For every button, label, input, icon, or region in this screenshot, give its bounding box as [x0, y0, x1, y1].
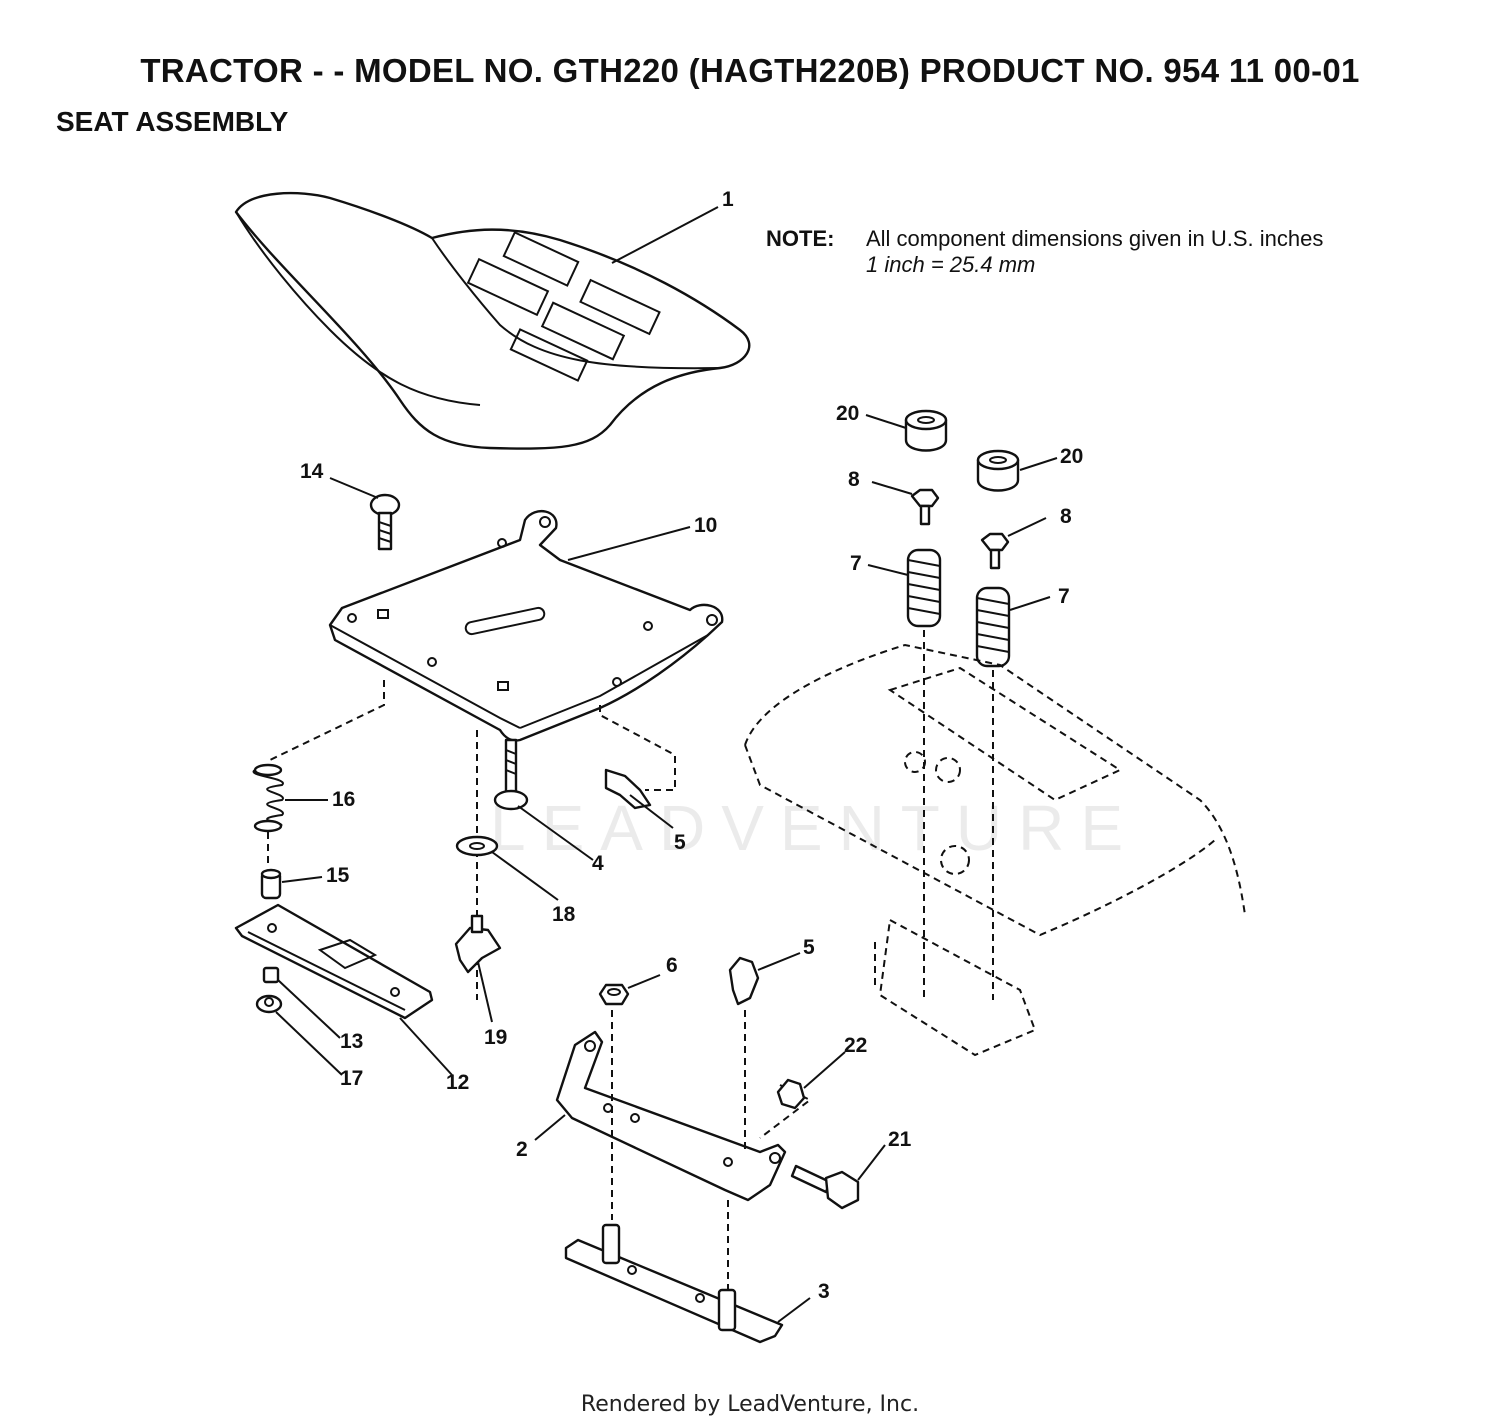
page-title: TRACTOR - - MODEL NO. GTH220 (HAGTH220B)… [140, 52, 1360, 89]
fender-reference [744, 643, 1246, 1057]
callout-7b: 7 [1058, 585, 1070, 608]
footer-credit: Rendered by LeadVenture, Inc. [580, 1392, 920, 1417]
callout-22: 22 [844, 1034, 867, 1057]
callout-19: 19 [484, 1026, 507, 1049]
nut-part-13 [262, 966, 280, 984]
bolt-part-21 [790, 1164, 860, 1210]
callout-15: 15 [326, 864, 350, 887]
callout-5a: 5 [674, 831, 686, 854]
callout-18: 18 [552, 903, 576, 926]
leader-lines [275, 206, 1058, 1323]
spacer-part-20a [904, 409, 948, 452]
plate-part-3 [564, 1223, 784, 1344]
bracket-part-2 [555, 1030, 787, 1202]
note-label: NOTE: [766, 226, 835, 251]
callout-17: 17 [340, 1067, 363, 1090]
spacer-part-15 [260, 868, 282, 900]
bracket-part-12 [234, 903, 434, 1020]
knob-part-19 [454, 914, 502, 974]
callout-6: 6 [666, 954, 678, 977]
screw-part-8a [910, 488, 940, 526]
washer-part-18 [455, 835, 499, 857]
carriage-bolt-part-14 [369, 493, 401, 551]
callout-8a: 8 [848, 468, 860, 491]
callout-1: 1 [722, 188, 734, 211]
callout-4: 4 [592, 852, 604, 875]
clip-part-5a [604, 768, 652, 810]
lock-nut-part-17 [255, 994, 283, 1014]
shoulder-bolt-part-4 [493, 738, 529, 811]
nut-part-22 [776, 1078, 806, 1110]
callout-20a: 20 [836, 402, 859, 425]
callout-12: 12 [446, 1071, 469, 1094]
callout-5b: 5 [803, 936, 815, 959]
nut-part-6 [598, 983, 630, 1006]
clip-part-5b [728, 956, 760, 1006]
page-subtitle: SEAT ASSEMBLY [56, 106, 289, 137]
callout-13: 13 [340, 1030, 363, 1053]
callout-16: 16 [332, 788, 355, 811]
callout-7a: 7 [850, 552, 862, 575]
spring-part-7b [975, 586, 1011, 668]
seat-part-1 [234, 191, 751, 450]
note-line-1: All component dimensions given in U.S. i… [866, 226, 1324, 251]
callout-2: 2 [516, 1138, 528, 1161]
callout-10: 10 [694, 514, 717, 537]
spacer-part-20b [976, 449, 1020, 492]
dimension-note: NOTE: All component dimensions given in U… [766, 226, 1324, 277]
note-line-2: 1 inch = 25.4 mm [866, 252, 1036, 277]
spring-part-16 [252, 763, 284, 833]
callout-8b: 8 [1060, 505, 1072, 528]
callout-21: 21 [888, 1128, 912, 1151]
screw-part-8b [980, 532, 1010, 570]
watermark: LEADVENTURE [490, 792, 1139, 864]
spring-part-7a [906, 548, 942, 628]
callout-20b: 20 [1060, 445, 1083, 468]
callout-3: 3 [818, 1280, 830, 1303]
callout-14: 14 [300, 460, 324, 483]
